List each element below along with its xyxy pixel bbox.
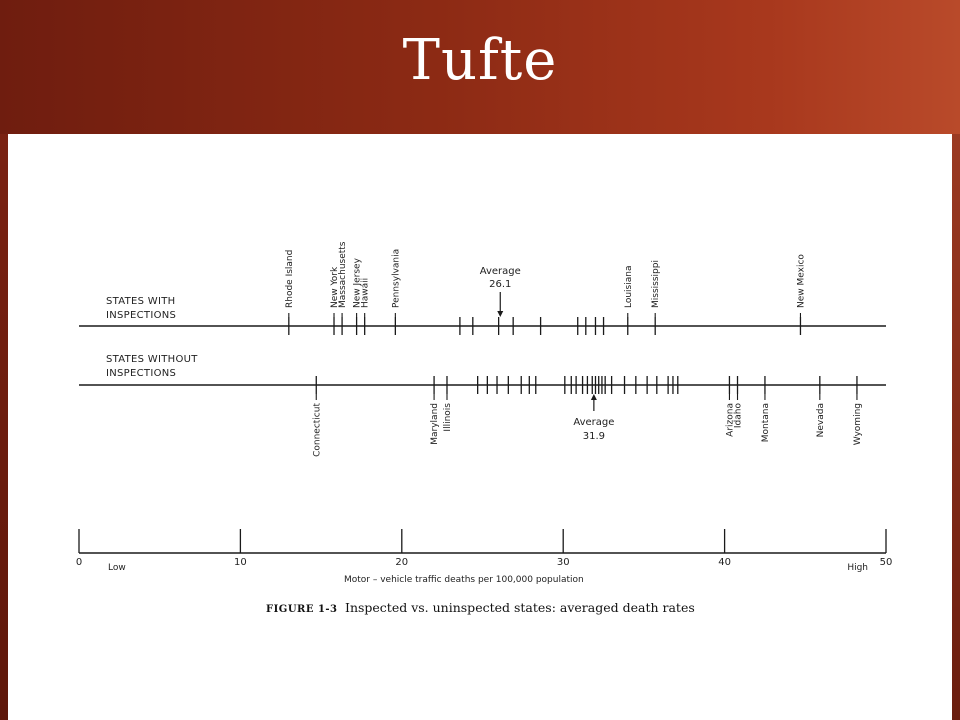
state-label: Illinois	[443, 403, 453, 432]
x-axis-tick-label: 10	[234, 557, 247, 568]
left-border	[0, 134, 8, 720]
state-label: Massachusetts	[338, 241, 348, 308]
axis-low-label: Low	[108, 563, 126, 573]
right-border	[952, 134, 960, 720]
x-axis-tick-label: 40	[718, 557, 731, 568]
average-label: Average	[573, 417, 614, 428]
state-label: New Jersey	[353, 257, 363, 308]
row-label: INSPECTIONS	[106, 310, 176, 321]
row-label: STATES WITH	[106, 296, 175, 307]
state-label: Hawaii	[361, 278, 371, 308]
state-label: New Mexico	[796, 254, 806, 308]
state-label: Montana	[761, 403, 771, 442]
slide-header	[0, 0, 960, 134]
average-arrow-head	[497, 311, 504, 317]
average-arrow-head	[590, 394, 597, 400]
state-label: New York	[330, 266, 340, 308]
axis-high-label: High	[847, 563, 868, 573]
average-value: 31.9	[583, 431, 605, 442]
state-label: Wyoming	[853, 403, 863, 445]
state-label: Connecticut	[312, 403, 322, 457]
average-label: Average	[480, 266, 521, 277]
row-label: STATES WITHOUT	[106, 354, 198, 365]
x-axis-tick-label: 50	[880, 557, 893, 568]
state-label: Arizona	[725, 403, 735, 437]
state-label: Louisiana	[624, 266, 634, 309]
state-label: Idaho	[734, 403, 744, 429]
x-axis-tick-label: 20	[395, 557, 408, 568]
state-label: Maryland	[430, 403, 440, 445]
state-label: Mississippi	[651, 260, 661, 308]
figure-caption: Inspected vs. uninspected states: averag…	[345, 600, 695, 615]
state-label: Pennsylvania	[391, 249, 401, 308]
x-axis-title: Motor – vehicle traffic deaths per 100,0…	[344, 575, 584, 585]
row-label: INSPECTIONS	[106, 368, 176, 379]
figure-number: FIGURE 1-3	[266, 604, 338, 615]
x-axis-tick-label: 30	[557, 557, 570, 568]
state-label: Nevada	[816, 403, 826, 437]
state-label: Rhode Island	[285, 250, 295, 308]
slide-title: Tufte	[402, 28, 558, 93]
average-value: 26.1	[489, 279, 511, 290]
x-axis-tick-label: 0	[76, 557, 82, 568]
